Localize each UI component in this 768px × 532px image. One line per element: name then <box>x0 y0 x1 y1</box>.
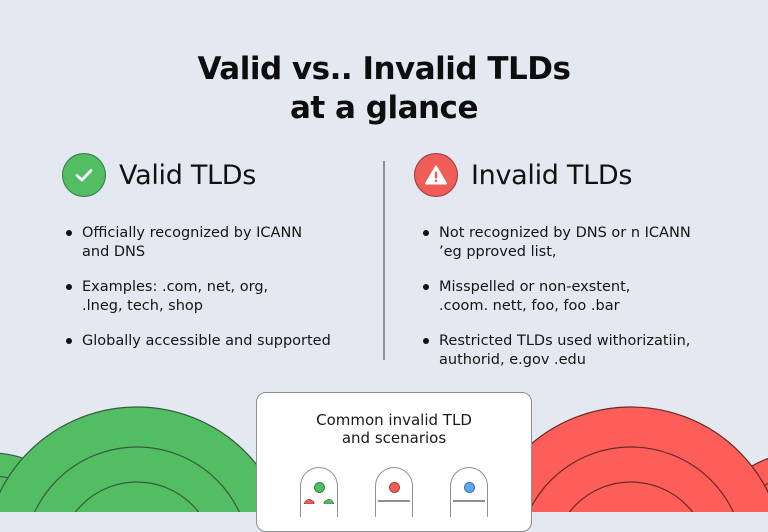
green-dot-icon <box>313 482 325 493</box>
list-item: Restricted TLDs used withorizatiin, auth… <box>423 332 743 370</box>
invalid-tlds-header: Invalid TLDs <box>414 152 632 198</box>
invalid-tlds-heading: Invalid TLDs <box>471 159 633 191</box>
warning-triangle-icon <box>414 153 458 197</box>
title-line-2: at a glance <box>290 90 478 126</box>
check-circle-icon <box>62 153 106 197</box>
list-item: Not recognized by DNS or n ICANN ’eg ppr… <box>423 224 743 262</box>
title-line-1: Valid vs.. Invalid TLDs <box>197 51 571 87</box>
card-title: Common invalid TLD and scenarios <box>316 411 472 447</box>
common-invalid-scenarios-card: Common invalid TLD and scenarios <box>256 392 532 532</box>
list-item: Examples: .com, net, org, .lneg, tech, s… <box>66 278 366 316</box>
column-divider <box>383 161 385 360</box>
list-item: Officially recognized by ICANN and DNS <box>66 224 366 262</box>
scenario-blue-icon <box>450 467 488 517</box>
list-item: Globally accessible and supported <box>66 332 366 351</box>
red-dot-icon <box>388 482 400 493</box>
valid-tlds-header: Valid TLDs <box>62 152 256 198</box>
invalid-tlds-list: Not recognized by DNS or n ICANN ’eg ppr… <box>423 224 743 386</box>
page-title: Valid vs.. Invalid TLDs at a glance <box>0 50 768 128</box>
scenario-red-icon <box>375 467 413 517</box>
blue-dot-icon <box>463 482 475 493</box>
valid-tlds-heading: Valid TLDs <box>119 159 257 191</box>
scenario-mixed-icon <box>300 467 338 517</box>
valid-tlds-list: Officially recognized by ICANN and DNS E… <box>66 224 366 367</box>
list-item: Misspelled or non-exstent, .coom. nett, … <box>423 278 743 316</box>
